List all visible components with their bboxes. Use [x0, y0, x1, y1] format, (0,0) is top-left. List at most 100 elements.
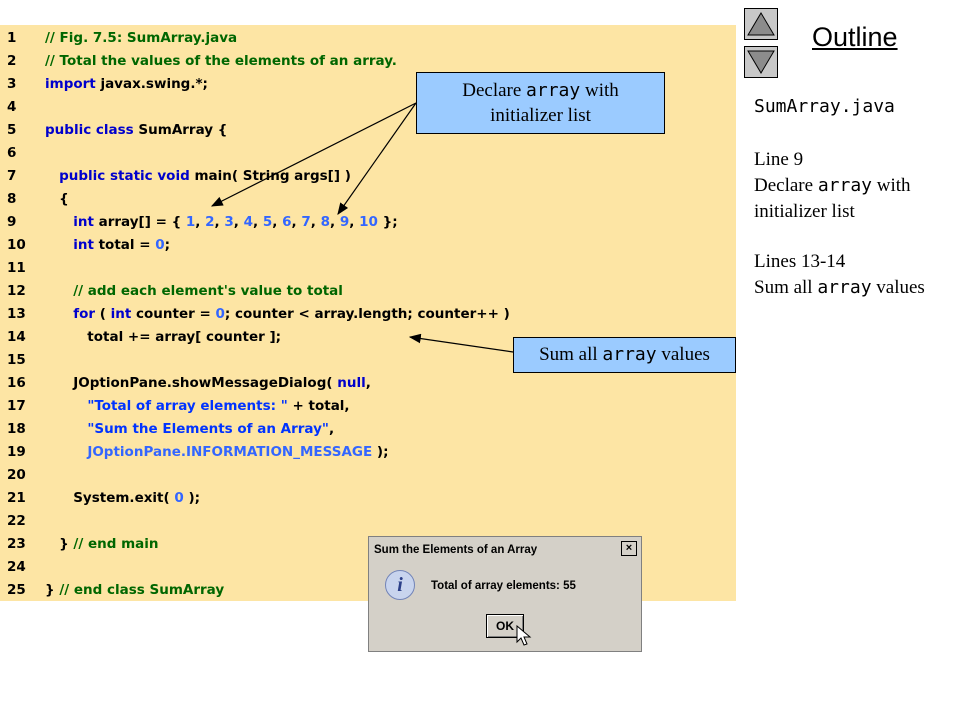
note-line-label: Line 9 [754, 149, 804, 170]
close-icon[interactable]: × [621, 541, 637, 556]
line-number: 23 [7, 536, 26, 552]
code-token: SumArray { [133, 122, 228, 138]
code-line: 10 int total = 0; [0, 234, 736, 257]
line-number: 16 [7, 375, 26, 391]
code-token: // add each element's value to total [45, 283, 343, 299]
code-line: 8 { [0, 188, 736, 211]
code-token: "Total of array elements: " [87, 398, 288, 414]
code-token: // Total the values of the elements of a… [45, 53, 397, 69]
code-text: JOptionPane.INFORMATION_MESSAGE ); [45, 441, 388, 464]
triangle-down-icon [747, 50, 775, 74]
line-number: 6 [7, 145, 17, 161]
code-text: public static void main( String args[] ) [45, 165, 351, 188]
code-line: 19 JOptionPane.INFORMATION_MESSAGE ); [0, 441, 736, 464]
line-number: 22 [7, 513, 26, 529]
note-text: initializer list [754, 201, 855, 222]
arrow-to-sum-loop [408, 333, 514, 353]
code-token: { [45, 191, 69, 207]
outline-note-line9: Line 9 Declare array with initializer li… [754, 147, 911, 225]
code-text: int total = 0; [45, 234, 170, 257]
code-text: total += array[ counter ]; [45, 326, 281, 349]
line-number: 5 [7, 122, 17, 138]
code-token: 8 [320, 214, 331, 230]
code-token: ); [183, 490, 201, 506]
code-token: }; [377, 214, 398, 230]
line-number: 8 [7, 191, 17, 207]
code-token: ( [95, 306, 111, 322]
note-code: array [817, 175, 872, 196]
code-text: } // end class SumArray [45, 579, 224, 602]
callout-text: with [580, 80, 619, 101]
line-number: 24 [7, 559, 26, 575]
line-number: 15 [7, 352, 26, 368]
line-number: 1 [7, 30, 17, 46]
line-number: 10 [7, 237, 26, 253]
code-token: total = [93, 237, 156, 253]
line-number: 14 [7, 329, 26, 345]
code-token: JOptionPane.INFORMATION_MESSAGE [87, 444, 373, 460]
callout-text: Sum all [539, 344, 603, 365]
code-line: 7 public static void main( String args[]… [0, 165, 736, 188]
info-icon: i [385, 570, 415, 600]
dialog-message: Total of array elements: 55 [431, 580, 576, 592]
code-token: , [310, 214, 321, 230]
code-line: 22 [0, 510, 736, 533]
code-token: 7 [301, 214, 311, 230]
code-token: for [73, 306, 96, 322]
code-line: 12 // add each element's value to total [0, 280, 736, 303]
note-text: Sum all [754, 277, 818, 298]
code-token: , [328, 421, 335, 437]
callout-code: array [602, 344, 657, 365]
code-token: // Fig. 7.5: SumArray.java [45, 30, 238, 46]
code-token: 1 [185, 214, 196, 230]
code-token: , [272, 214, 283, 230]
code-token: 6 [282, 214, 292, 230]
note-line-label: Lines 13-14 [754, 251, 846, 272]
code-token: 5 [262, 214, 273, 230]
next-slide-button[interactable] [744, 46, 778, 78]
note-text: with [872, 175, 911, 196]
line-number: 21 [7, 490, 26, 506]
code-token: } [45, 536, 74, 552]
code-text: { [45, 188, 69, 211]
code-token: , [330, 214, 340, 230]
dialog-title: Sum the Elements of an Array [371, 539, 639, 561]
triangle-up-icon [747, 12, 775, 36]
outline-title[interactable]: Outline [812, 22, 898, 52]
code-line: 25} // end class SumArray [0, 579, 736, 602]
note-text: Declare [754, 175, 818, 196]
code-token: 10 [359, 214, 378, 230]
line-number: 11 [7, 260, 26, 276]
callout-text: Declare [462, 80, 527, 101]
code-line: 17 "Total of array elements: " + total, [0, 395, 736, 418]
code-text: // add each element's value to total [45, 280, 343, 303]
code-token: , [233, 214, 244, 230]
code-token: public class [45, 122, 134, 138]
callout-text: initializer list [490, 105, 591, 126]
code-line: 20 [0, 464, 736, 487]
code-token: // end class SumArray [59, 582, 225, 598]
line-number: 2 [7, 53, 17, 69]
code-token: 3 [224, 214, 234, 230]
code-token: // end main [73, 536, 159, 552]
previous-slide-button[interactable] [744, 8, 778, 40]
code-token: ; [164, 237, 171, 253]
outline-file-name: SumArray.java [754, 96, 895, 117]
code-text: JOptionPane.showMessageDialog( null, [45, 372, 371, 395]
code-token: public static void [59, 168, 190, 184]
line-number: 17 [7, 398, 26, 414]
code-line: 14 total += array[ counter ]; [0, 326, 736, 349]
code-token: int [73, 214, 94, 230]
callout-sum-values: Sum all array values [513, 337, 736, 373]
line-number: 4 [7, 99, 17, 115]
callout-declare-array: Declare array with initializer list [416, 72, 665, 134]
line-number: 12 [7, 283, 26, 299]
note-code: array [817, 277, 872, 298]
code-line: 18 "Sum the Elements of an Array", [0, 418, 736, 441]
code-token: "Sum the Elements of an Array" [87, 421, 329, 437]
code-line: 23 } // end main [0, 533, 736, 556]
code-token: 2 [205, 214, 215, 230]
line-number: 20 [7, 467, 26, 483]
code-token: System.exit( [45, 490, 175, 506]
